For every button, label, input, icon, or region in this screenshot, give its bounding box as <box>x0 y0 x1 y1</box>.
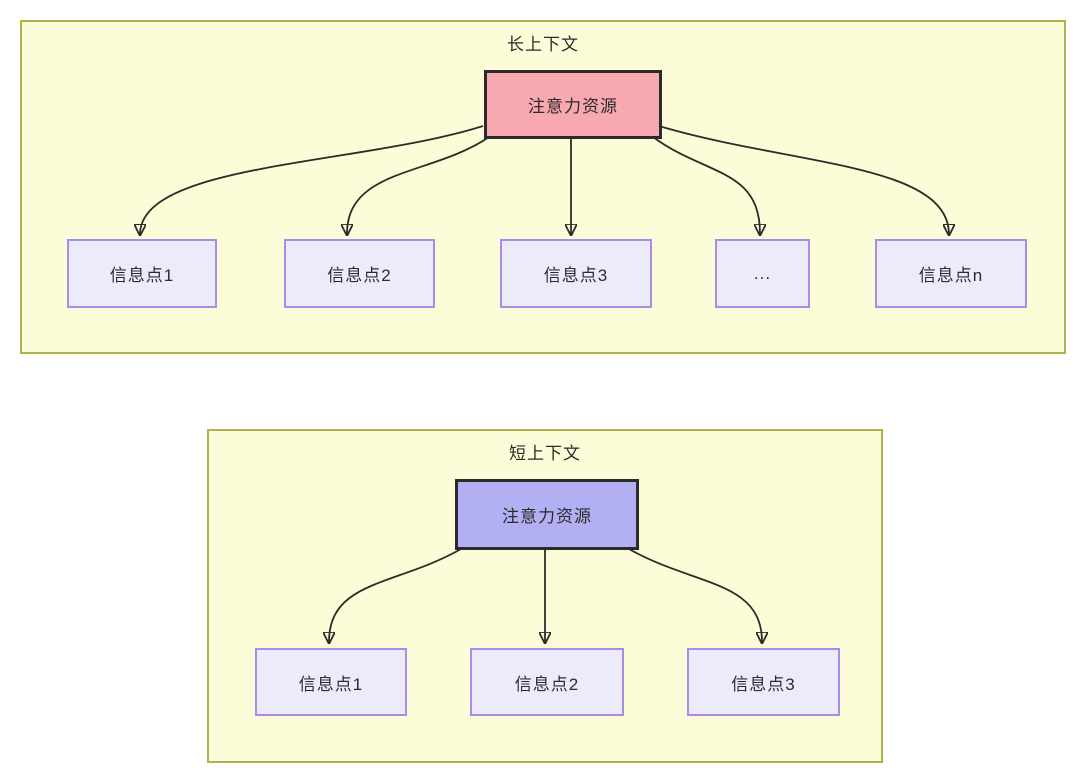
info-point-box: 信息点1 <box>255 648 407 716</box>
info-point-box: 信息点2 <box>284 239 435 308</box>
info-point-box: 信息点1 <box>67 239 217 308</box>
long-context-title: 长上下文 <box>507 35 579 54</box>
info-point-box: 信息点3 <box>500 239 652 308</box>
short-attention-box: 注意力资源 <box>455 479 639 550</box>
long-attention-box: 注意力资源 <box>484 70 662 139</box>
long-context-panel: 长上下文 注意力资源 信息点1 信息点2 信息点3 ... 信息点n <box>20 20 1066 354</box>
info-point-box: 信息点3 <box>687 648 840 716</box>
short-context-title: 短上下文 <box>509 444 581 463</box>
info-point-box: 信息点2 <box>470 648 624 716</box>
info-point-ellipsis-box: ... <box>715 239 810 308</box>
short-context-panel: 短上下文 注意力资源 信息点1 信息点2 信息点3 <box>207 429 883 763</box>
info-point-box: 信息点n <box>875 239 1027 308</box>
